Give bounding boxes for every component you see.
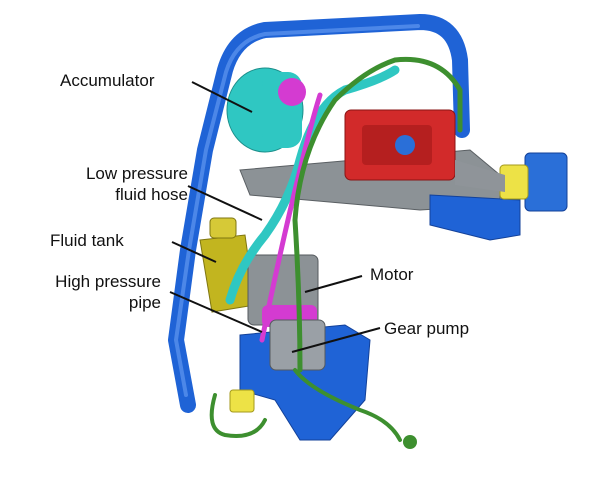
tank-cap [209,217,237,239]
label-fluid-tank: Fluid tank [50,231,124,250]
label-low-pressure-hose: Low pressure fluid hose [40,163,188,205]
connector-shaft [455,160,505,192]
high-pressure-pipe [259,92,323,343]
accumulator-magenta-end [278,78,306,106]
leader-accumulator [191,81,253,113]
label-gear-pump: Gear pump [384,319,470,338]
label-low-pressure-line1: Low pressure [85,164,188,183]
valve-port [395,135,415,155]
right-bracket [429,194,521,241]
label-accumulator: Accumulator [60,71,155,90]
leader-low-pressure [187,185,263,221]
green-hose-3 [209,393,267,438]
label-high-pressure-line2: pipe [128,293,161,312]
yellow-fitting-bottom [229,389,255,413]
blue-frame-highlight [173,24,420,397]
leader-fluid-tank [171,241,217,263]
leader-gear-pump [291,327,381,353]
label-low-pressure-line2: fluid hose [115,185,188,204]
blue-connector [524,152,568,212]
green-hose-2 [293,368,402,442]
label-high-pressure-line1: High pressure [55,272,161,291]
leader-lines [169,81,381,353]
leader-high-pressure [169,291,263,333]
leader-motor [304,275,363,293]
label-high-pressure-pipe: High pressure pipe [15,271,161,313]
green-hose-1 [292,56,463,373]
label-motor: Motor [370,265,414,284]
green-fitting-bottom [403,435,417,449]
